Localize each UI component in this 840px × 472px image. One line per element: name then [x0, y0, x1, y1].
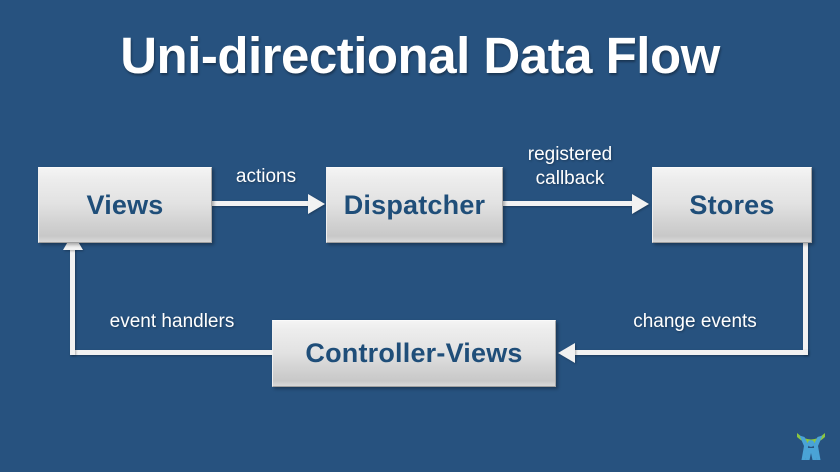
page-title: Uni-directional Data Flow	[120, 27, 720, 84]
connector-stores-to-controller-vertical	[803, 243, 808, 355]
node-stores[interactable]: Stores	[652, 167, 812, 243]
edge-label-registered-callback: registered callback	[527, 144, 613, 189]
connector-stores-to-controller-horizontal	[575, 350, 808, 355]
node-controller-views-label: Controller-Views	[305, 338, 523, 368]
connector-controller-to-views-vertical	[70, 248, 75, 355]
node-stores-label: Stores	[689, 189, 775, 220]
edge-label-change-events: change events	[633, 311, 757, 332]
node-views[interactable]: Views	[38, 167, 212, 243]
node-views-label: Views	[86, 189, 164, 220]
node-dispatcher-label: Dispatcher	[343, 189, 486, 220]
connector-views-to-dispatcher	[212, 201, 312, 206]
arrowhead-stores-to-controller	[558, 343, 575, 363]
arrowhead-views-to-dispatcher	[308, 194, 325, 214]
edge-label-event-handlers: event handlers	[109, 311, 235, 332]
connector-controller-to-views-horizontal	[70, 350, 274, 355]
node-controller-views[interactable]: Controller-Views	[272, 320, 556, 387]
person-arc-logo	[797, 433, 825, 460]
connector-dispatcher-to-stores	[503, 201, 635, 206]
node-dispatcher[interactable]: Dispatcher	[326, 167, 503, 243]
arrowhead-dispatcher-to-stores	[632, 194, 649, 214]
edge-label-actions: actions	[235, 166, 297, 187]
